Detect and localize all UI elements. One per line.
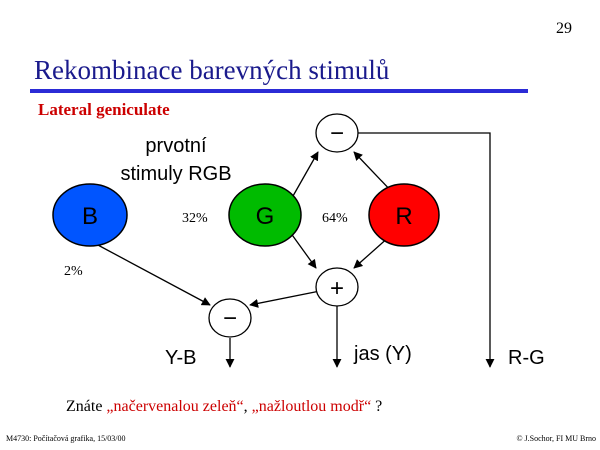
arrow-b-to-bottom-minus [95, 243, 211, 306]
question-reddish-green: „načervenalou zeleň“ [106, 398, 244, 415]
percent-red: 64% [322, 211, 348, 226]
question-separator: , [243, 398, 252, 415]
question-suffix: ? [371, 398, 383, 415]
arrow-g-to-plus [289, 231, 317, 269]
operator-bottom-minus [208, 298, 252, 338]
arrow-plus-to-bottom-minus [249, 290, 321, 308]
primary-label-line2: stimuly RGB [120, 163, 231, 185]
output-luminance-label: jas (Y) [353, 343, 412, 365]
operator-plus-symbol: + [330, 275, 344, 302]
operator-bottom-minus-symbol: − [223, 305, 237, 332]
node-green-label: G [256, 203, 275, 230]
primary-label-line1: prvotní [145, 135, 207, 157]
page-number: 29 [556, 20, 572, 37]
percent-green: 32% [182, 211, 208, 226]
slide-title: Rekombinace barevných stimulů [34, 55, 390, 85]
arrow-g-to-top-minus [292, 151, 319, 197]
node-blue [52, 183, 128, 247]
percent-blue: 2% [64, 264, 83, 279]
question-yellowish-blue: „nažloutlou modř“ [251, 398, 372, 415]
slide-subtitle: Lateral geniculate [38, 100, 170, 119]
footer-course: M4730: Počítačová grafika, 15/03/00 [6, 434, 126, 443]
footer-copyright: © J.Sochor, FI MU Brno [516, 434, 596, 443]
question-text: Znáte „načervenalou zeleň“, „nažloutlou … [66, 398, 382, 416]
question-prefix: Znáte [66, 398, 107, 415]
operator-top-minus [315, 113, 359, 153]
node-red [368, 183, 440, 247]
operator-top-minus-symbol: − [330, 120, 344, 147]
node-blue-label: B [82, 203, 98, 230]
node-red-label: R [395, 203, 412, 230]
arrow-rg-output [358, 132, 495, 368]
output-rg-label: R-G [508, 347, 545, 369]
operator-plus [315, 267, 359, 307]
output-yb-label: Y-B [165, 347, 197, 369]
node-green [228, 183, 302, 247]
title-divider [30, 89, 528, 93]
